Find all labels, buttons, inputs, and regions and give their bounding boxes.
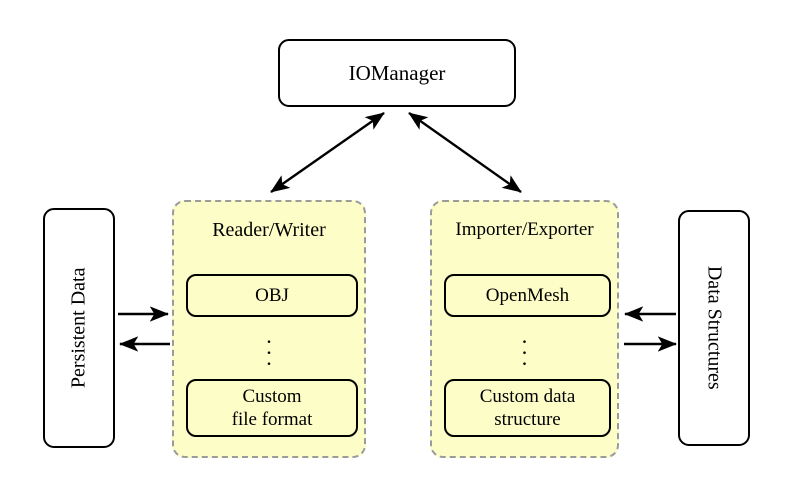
node-openmesh-label: OpenMesh xyxy=(485,284,570,306)
node-obj[interactable]: OBJ xyxy=(186,274,358,317)
node-io-manager-label: IOManager xyxy=(348,60,446,85)
group-reader-writer-title: Reader/Writer xyxy=(212,219,326,241)
vertical-ellipsis-icon: ... xyxy=(266,323,272,370)
node-persistent-data[interactable]: Persistent Data xyxy=(43,208,115,448)
node-data-structures[interactable]: Data Structures xyxy=(678,210,750,446)
group-importer-exporter-title: Importer/Exporter xyxy=(455,219,594,240)
vertical-ellipsis-icon: ... xyxy=(521,323,528,370)
node-obj-label: OBJ xyxy=(255,284,289,306)
connector-io-manager-to-reader-writer xyxy=(270,112,385,193)
group-importer-exporter[interactable]: Importer/Exporter OpenMesh ... Custom da… xyxy=(430,200,619,458)
node-custom-data-structure-label: Custom data structure xyxy=(479,385,576,430)
group-reader-writer[interactable]: Reader/Writer OBJ ... Custom file format xyxy=(172,200,366,458)
node-openmesh[interactable]: OpenMesh xyxy=(444,274,611,317)
node-custom-file-format-label: Custom file format xyxy=(231,385,313,430)
node-data-structures-label: Data Structures xyxy=(703,266,726,390)
node-io-manager[interactable]: IOManager xyxy=(278,39,516,107)
node-custom-file-format[interactable]: Custom file format xyxy=(186,379,358,437)
connector-io-manager-to-importer-exporter xyxy=(408,112,522,193)
node-custom-data-structure[interactable]: Custom data structure xyxy=(444,379,611,437)
node-persistent-data-label: Persistent Data xyxy=(67,267,90,389)
